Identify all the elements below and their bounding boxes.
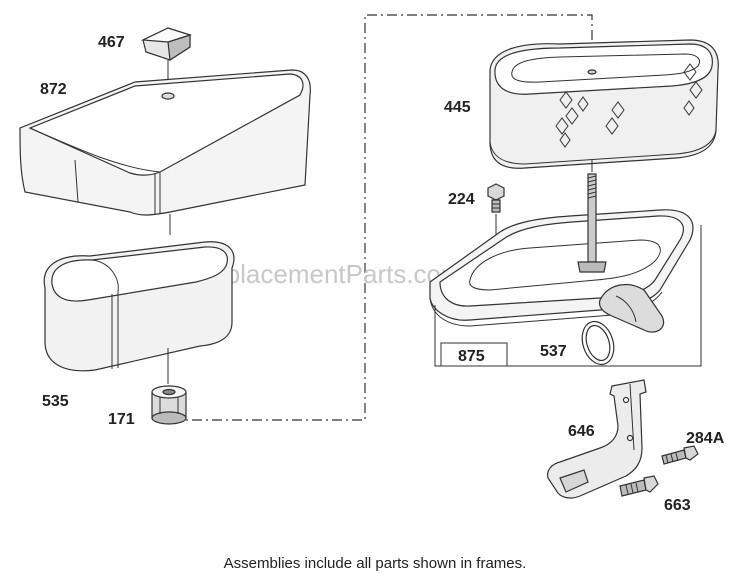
label-535: 535 — [42, 393, 69, 410]
part-875-base — [429, 173, 694, 333]
part-445-filter — [489, 39, 719, 169]
label-284a: 284A — [686, 430, 725, 447]
part-284a-screw — [661, 445, 699, 465]
label-171: 171 — [108, 411, 135, 428]
label-875: 875 — [458, 348, 485, 365]
part-224-screw — [487, 183, 505, 213]
assembly-connector-line — [172, 14, 593, 421]
part-646-bracket — [547, 379, 647, 499]
part-872-cover — [19, 69, 311, 216]
part-171-grommet — [151, 385, 187, 425]
part-535-precleaner — [43, 241, 235, 372]
label-467: 467 — [98, 34, 125, 51]
label-872: 872 — [40, 81, 67, 98]
part-467-knob — [140, 27, 192, 62]
label-537: 537 — [540, 343, 567, 360]
label-224: 224 — [448, 191, 475, 208]
part-537-oring — [581, 320, 615, 366]
part-663-screw — [619, 475, 659, 497]
label-646: 646 — [568, 423, 595, 440]
label-445: 445 — [444, 99, 471, 116]
diagram-caption: Assemblies include all parts shown in fr… — [223, 555, 527, 572]
assembly-frame-875-label-box — [440, 342, 508, 367]
label-663: 663 — [664, 497, 691, 514]
assembly-frame-875 — [434, 225, 702, 367]
